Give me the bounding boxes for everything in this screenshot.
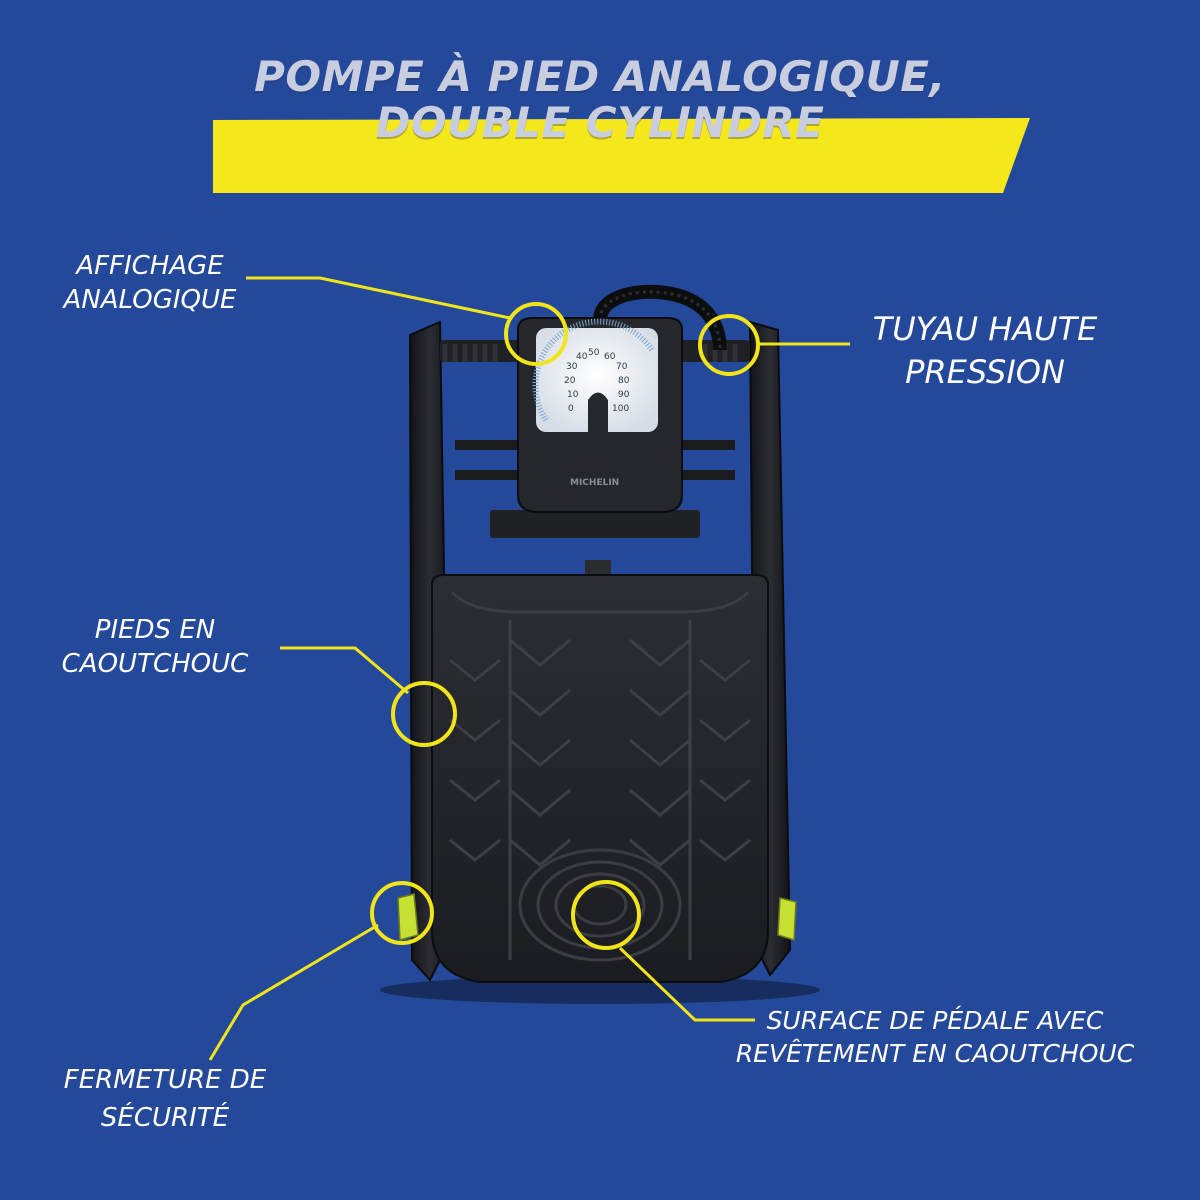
leader-line-lock [208,923,379,1061]
callout-lock-line-1: FERMETURE DE [63,1065,267,1095]
callout-rings [370,302,760,950]
ring-lock [370,881,434,945]
yellow-band-shape [213,118,1030,193]
ring-pedal [571,880,641,950]
rubber-pedal [431,574,769,983]
callout-label-feet: PIEDS EN CAOUTCHOUC [40,614,270,682]
page-title-line-1: POMPE À PIED ANALOGIQUE, [254,52,946,101]
safety-lock-right [777,897,797,942]
callout-label-hose: TUYAU HAUTE PRESSION [850,308,1120,394]
callout-leader-lines [208,276,850,1061]
callout-display-line-2: ANALOGIQUE [63,284,237,315]
title-highlight-band [213,118,1030,193]
leader-line-display [246,276,511,320]
callout-lock-line-2: SÉCURITÉ [100,1102,230,1133]
callout-label-lock: FERMETURE DE SÉCURITÉ [40,1062,290,1137]
pressure-gauge-housing [517,317,683,513]
callout-label-display: AFFICHAGE ANALOGIQUE [40,250,260,318]
callout-feet-line-1: PIEDS EN [94,615,216,645]
page-title-line-2: DOUBLE CYLINDRE [375,98,825,147]
callout-hose-line-2: PRESSION [905,353,1065,392]
callout-feet-line-2: CAOUTCHOUC [61,648,249,679]
safety-lock-left [397,893,419,941]
leader-line-pedal [618,946,755,1022]
callout-pedal-line-2: REVÊTEMENT EN CAOUTCHOUC [735,1038,1135,1068]
callout-display-line-1: AFFICHAGE [76,251,224,281]
high-pressure-hose [593,284,727,351]
callout-pedal-line-1: SURFACE DE PÉDALE AVEC [766,1006,1104,1035]
ring-display [504,302,568,366]
callout-label-pedal: SURFACE DE PÉDALE AVEC REVÊTEMENT EN CAO… [700,1005,1170,1070]
callout-hose-line-1: TUYAU HAUTE [872,310,1098,348]
ring-feet [391,681,457,747]
leader-line-feet [280,646,409,695]
ring-hose [698,314,760,376]
